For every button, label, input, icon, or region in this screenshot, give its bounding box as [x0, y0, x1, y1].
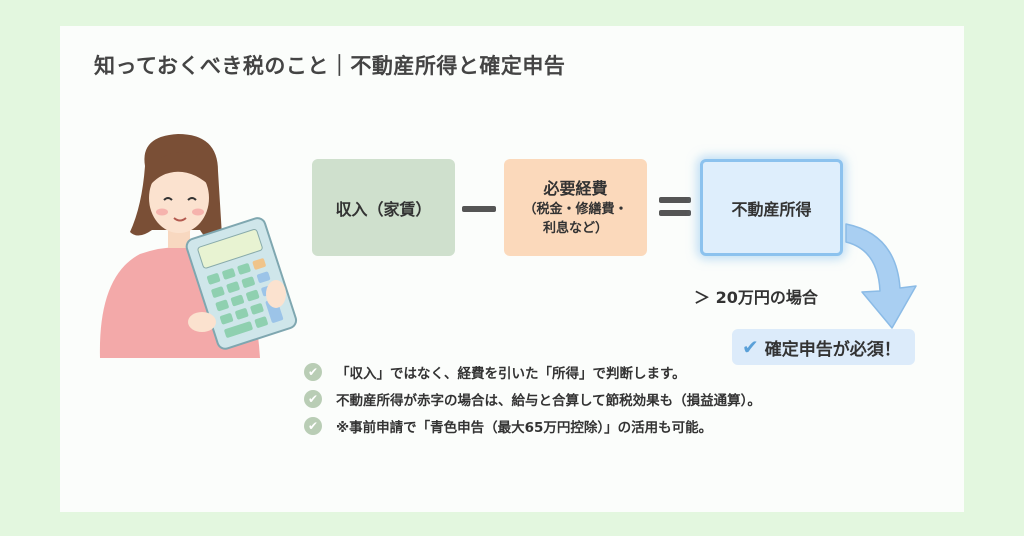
note-text: ※事前申請で「青色申告（最大65万円控除）」の活用も可能。: [336, 419, 713, 436]
real-estate-income-box: 不動産所得: [700, 159, 843, 256]
check-circle-icon: ✔: [304, 362, 322, 381]
expenses-detail-line-2: 利息など）: [542, 220, 608, 236]
expenses-detail-line-1: （税金・修繕費・: [523, 201, 628, 217]
page-title: 知っておくべき税のこと｜不動産所得と確定申告: [94, 54, 566, 78]
checkmark-icon: ✔: [742, 335, 759, 359]
left-hand: [188, 312, 216, 332]
badge-label: 確定申告が必須！: [764, 339, 901, 360]
expenses-box: 必要経費 （税金・修繕費・ 利息など）: [504, 159, 647, 256]
equals-sign-top: [659, 197, 691, 203]
list-item: ✔ 不動産所得が赤字の場合は、給与と合算して節税効果も（損益通算）。: [304, 385, 761, 412]
income-box: 収入（家賃）: [312, 159, 455, 256]
right-cheek: [192, 208, 204, 216]
income-label: 収入（家賃）: [335, 199, 432, 219]
infographic-card: 知っておくべき税のこと｜不動産所得と確定申告: [60, 26, 964, 512]
face-shape: [149, 163, 209, 233]
right-eye: [187, 197, 197, 201]
real-estate-income-label: 不動産所得: [731, 199, 812, 219]
expenses-label: 必要経費: [543, 178, 608, 198]
list-item: ✔ 「収入」ではなく、経費を引いた「所得」で判断します。: [304, 358, 761, 385]
left-cheek: [156, 208, 168, 216]
left-eye: [163, 197, 173, 201]
curved-arrow-icon: [845, 223, 917, 329]
smile: [173, 217, 187, 222]
check-circle-icon: ✔: [304, 389, 322, 408]
note-text: 不動産所得が赤字の場合は、給与と合算して節税効果も（損益通算）。: [336, 392, 761, 409]
minus-sign: [462, 206, 496, 212]
woman-calculator-illustration: [99, 134, 298, 358]
equals-sign-bottom: [659, 210, 691, 216]
note-text: 「収入」ではなく、経費を引いた「所得」で判断します。: [336, 365, 686, 382]
right-hand: [266, 280, 286, 308]
calculator-icon: [185, 217, 298, 350]
check-circle-icon: ✔: [304, 416, 322, 435]
tax-return-required-badge: ✔ 確定申告が必須！: [732, 329, 915, 365]
notes-list: ✔ 「収入」ではなく、経費を引いた「所得」で判断します。 ✔ 不動産所得が赤字の…: [304, 358, 761, 439]
threshold-condition: ＞ 20万円の場合: [694, 288, 818, 307]
list-item: ✔ ※事前申請で「青色申告（最大65万円控除）」の活用も可能。: [304, 412, 761, 439]
bangs-shape: [148, 152, 212, 188]
